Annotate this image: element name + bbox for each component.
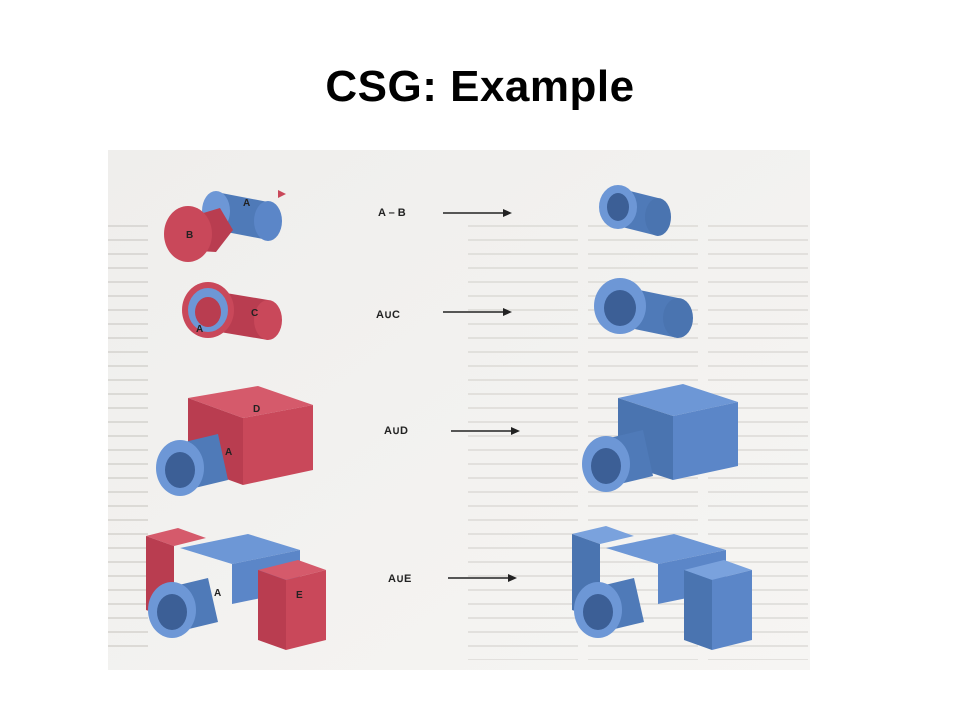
label-a: A: [214, 588, 221, 599]
arrow: [443, 308, 512, 316]
row-a-union-d: D A A∪D: [156, 384, 738, 496]
bleed-text-left: [108, 220, 148, 650]
input-shapes-a-c: C A: [182, 282, 282, 340]
label-c: C: [251, 308, 258, 319]
label-a: A: [196, 324, 203, 335]
slide-title: CSG: Example: [325, 62, 635, 111]
result-shape: [572, 526, 752, 650]
operation-label: A∪C: [376, 309, 400, 321]
result-shape: [594, 278, 693, 338]
label-b: B: [186, 230, 193, 241]
label-a: A: [225, 447, 232, 458]
input-shapes-a-e: A E: [146, 528, 326, 650]
input-shapes-a-b: A B: [164, 190, 286, 262]
label-d: D: [253, 404, 260, 415]
result-shape: [599, 185, 671, 236]
csg-diagram: A B A – B C A A∪C: [108, 150, 810, 670]
csg-figure: A B A – B C A A∪C: [108, 150, 810, 670]
arrow: [443, 209, 512, 217]
label-a: A: [243, 198, 250, 209]
row-a-minus-b: A B A – B: [164, 185, 671, 262]
operation-label: A∪D: [384, 425, 408, 437]
row-a-union-e: A E A∪E: [146, 526, 752, 650]
arrow: [448, 574, 517, 582]
arrow: [451, 427, 520, 435]
operation-label: A∪E: [388, 573, 411, 585]
result-shape: [582, 384, 738, 492]
operation-label: A – B: [378, 207, 406, 219]
input-shapes-a-d: D A: [156, 386, 313, 496]
label-e: E: [296, 590, 303, 601]
row-a-union-c: C A A∪C: [182, 278, 693, 340]
